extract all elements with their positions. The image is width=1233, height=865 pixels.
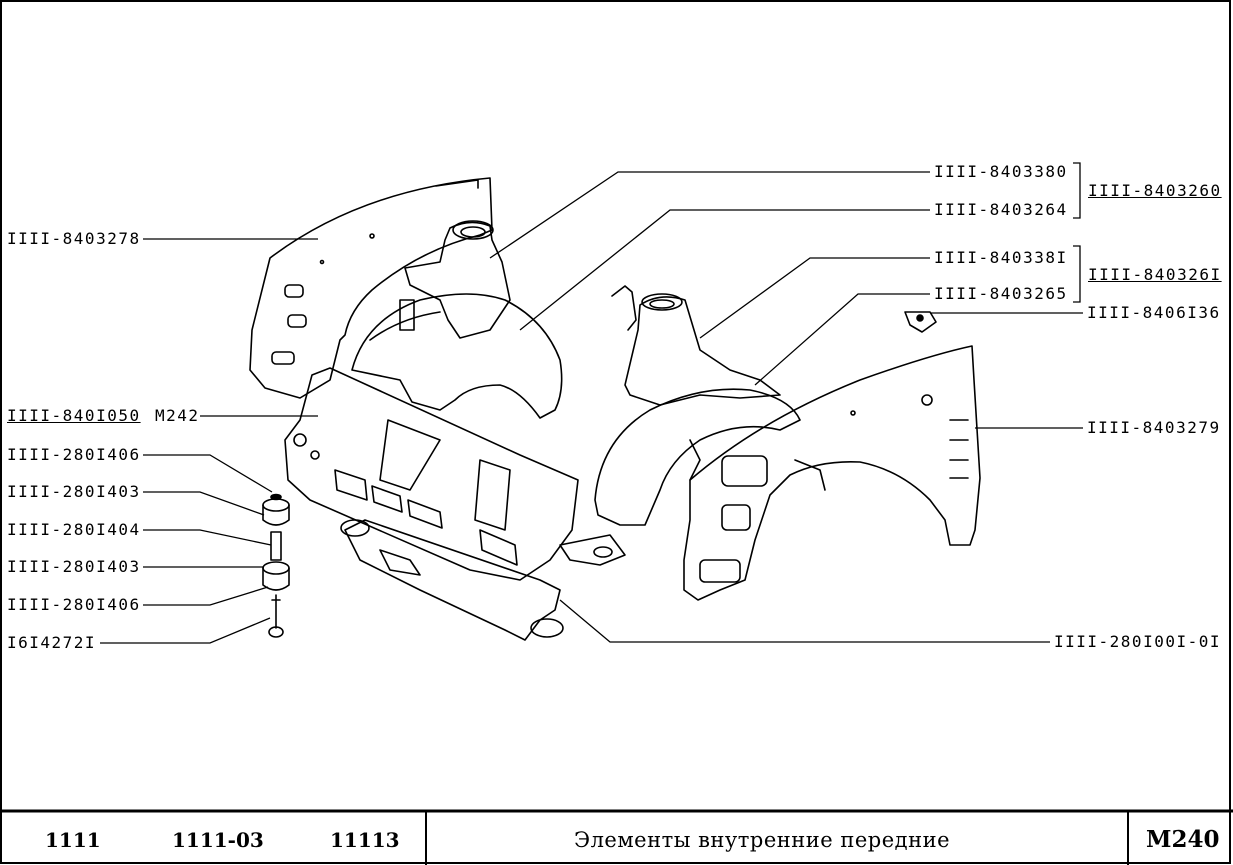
label-2801403-bottom: IIII-280I403 — [7, 557, 141, 576]
footer-model-1111-03: 1111-03 — [172, 828, 264, 852]
label-2801406-bottom: IIII-280I406 — [7, 595, 141, 614]
label-1614272: I6I4272I — [7, 633, 97, 652]
label-2801404: IIII-280I404 — [7, 520, 141, 539]
label-8403264: IIII-8403264 — [934, 200, 1068, 219]
label-8403265: IIII-8403265 — [934, 284, 1068, 303]
label-m242: M242 — [155, 406, 200, 425]
right-fender-panel — [683, 345, 981, 601]
leader-8403381 — [699, 257, 930, 339]
front-panel-assembly — [284, 367, 579, 581]
bracket-8403261 — [1073, 245, 1081, 303]
label-8403381: IIII-840338I — [934, 248, 1068, 267]
front-crossmember — [340, 519, 626, 641]
label-8403279: IIII-8403279 — [1087, 418, 1221, 437]
right-wheel-arch — [594, 285, 801, 526]
bracket-8403260 — [1073, 162, 1081, 219]
label-8401050: IIII-840I050 — [7, 406, 141, 425]
label-8403278: IIII-8403278 — [7, 229, 141, 248]
leader-8403264 — [519, 209, 930, 331]
label-8403380: IIII-8403380 — [934, 162, 1068, 181]
leader-8403265 — [754, 293, 930, 386]
leader-2801403a — [143, 491, 265, 516]
leader-1614272 — [100, 617, 271, 644]
footer-title: Элементы внутренние передние — [574, 828, 951, 852]
label-2801001: IIII-280I00I-0I — [1054, 632, 1221, 651]
leader-2801406a — [143, 454, 273, 493]
leader-2801001 — [559, 599, 1050, 643]
footer-model-1111: 1111 — [45, 828, 101, 852]
left-wheel-arch — [351, 220, 563, 419]
label-8406136: IIII-8406I36 — [1087, 303, 1221, 322]
footer-model-11113: 11113 — [330, 828, 400, 852]
label-2801403-top: IIII-280I403 — [7, 482, 141, 501]
label-2801406-top: IIII-280I406 — [7, 445, 141, 464]
label-8403260: IIII-8403260 — [1088, 181, 1222, 200]
label-8403261: IIII-840326I — [1088, 265, 1222, 284]
left-fender-panel — [249, 177, 493, 399]
engine-mount-stack — [262, 493, 290, 638]
leader-2801406b — [143, 586, 269, 606]
footer-page-code: M240 — [1146, 826, 1220, 853]
bracket-part — [904, 311, 937, 333]
leader-8403380 — [489, 171, 930, 259]
leader-2801404 — [143, 529, 272, 546]
